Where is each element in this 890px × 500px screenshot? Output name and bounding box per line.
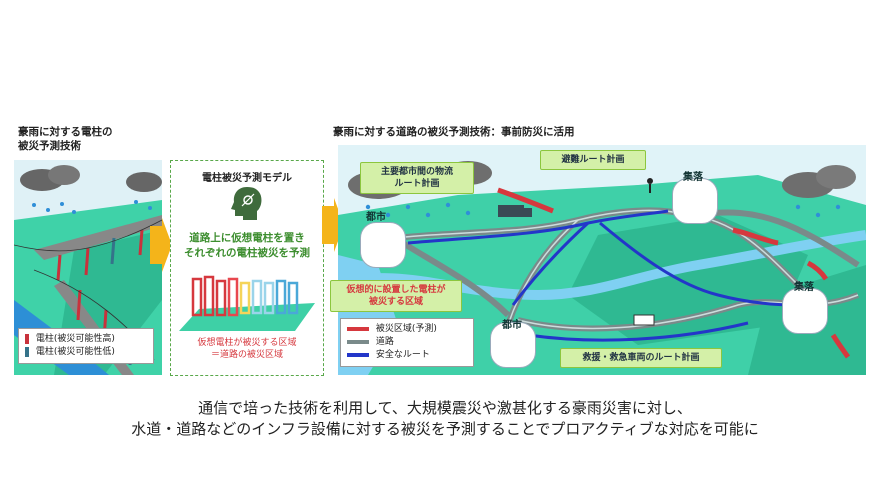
model-description: 道路上に仮想電柱を置き それぞれの電柱被災を予測 [171, 231, 323, 261]
city-top-label: 都市 [366, 212, 386, 223]
high-risk-swatch-icon [25, 333, 29, 344]
legend-damage-label: 被災区域(予測) [375, 324, 437, 334]
rescue-route-label: 救援・救急車両のルート計画 [560, 348, 722, 368]
left-panel-title: 豪雨に対する電柱の 被災予測技術 [18, 125, 113, 153]
legend-road-label: 道路 [375, 337, 394, 347]
caption-line2: 水道・道路などのインフラ設備に対する被災を予測することでプロアクティブな対応を可… [131, 420, 759, 438]
model-desc-line2: それぞれの電柱被災を予測 [184, 247, 310, 259]
legend-item-road: 道路 [347, 336, 467, 349]
legend-item-high: 電柱(被災可能性高) [25, 333, 147, 346]
prediction-model-panel: 電柱被災予測モデル 道路上に仮想電柱を置き それぞれの電柱被災を予測 仮想電柱が… [170, 160, 324, 376]
legend-item-low: 電柱(被災可能性低) [25, 346, 147, 359]
virtual-note-line1: 仮想的に設置した電柱が [346, 285, 446, 295]
model-desc-line1: 道路上に仮想電柱を置き [189, 232, 305, 244]
pole-legend: 電柱(被災可能性高) 電柱(被災可能性低) [18, 328, 154, 364]
legend-item-damage: 被災区域(予測) [347, 323, 467, 336]
village-top-marker [672, 178, 718, 224]
road-swatch-icon [347, 339, 369, 344]
legend-item-route: 安全なルート [347, 349, 467, 362]
model-title: 電柱被災予測モデル [202, 173, 292, 184]
village-right-marker [782, 288, 828, 334]
caption-line1: 通信で培った技術を利用して、大規模震災や激甚化する豪雨災害に対し、 [198, 399, 692, 417]
legend-route-label: 安全なルート [375, 350, 430, 360]
road-legend: 被災区域(予測) 道路 安全なルート [340, 318, 474, 367]
evacuation-route-label: 避難ルート計画 [540, 150, 646, 170]
flow-arrow-icon [150, 218, 172, 272]
left-title-line2: 被災予測技術 [18, 140, 81, 152]
model-note-line2: ＝道路の被災区域 [210, 350, 283, 360]
logistics-line1: 主要都市間の物流 [380, 167, 453, 177]
legend-high-label: 電柱(被災可能性高) [35, 334, 115, 344]
safe-route-arrow-icon [347, 352, 369, 357]
logistics-route-label: 主要都市間の物流 ルート計画 [360, 162, 474, 194]
virtual-poles-illustration [179, 275, 315, 331]
virtual-note-line2: 被災する区域 [368, 297, 423, 307]
left-title-line1: 豪雨に対する電柱の [18, 126, 113, 138]
city-top-marker [360, 222, 406, 268]
right-panel-title: 豪雨に対する道路の被災予測技術：事前防災に活用 [333, 126, 575, 138]
low-risk-swatch-icon [25, 346, 29, 357]
city-bottom-label: 都市 [502, 320, 522, 331]
virtual-pole-damage-label: 仮想的に設置した電柱が 被災する区域 [330, 280, 462, 312]
legend-low-label: 電柱(被災可能性低) [35, 347, 115, 357]
city-bottom-marker [490, 322, 536, 368]
logistics-line2: ルート計画 [394, 179, 440, 189]
village-right-label: 集落 [794, 282, 814, 293]
model-note: 仮想電柱が被災する区域 ＝道路の被災区域 [171, 337, 323, 361]
brain-head-icon [231, 187, 262, 220]
caption: 通信で培った技術を利用して、大規模震災や激甚化する豪雨災害に対し、 水道・道路な… [0, 398, 890, 440]
model-note-line1: 仮想電柱が被災する区域 [197, 338, 297, 348]
damage-zone-swatch-icon [347, 326, 369, 331]
village-top-label: 集落 [683, 172, 703, 183]
